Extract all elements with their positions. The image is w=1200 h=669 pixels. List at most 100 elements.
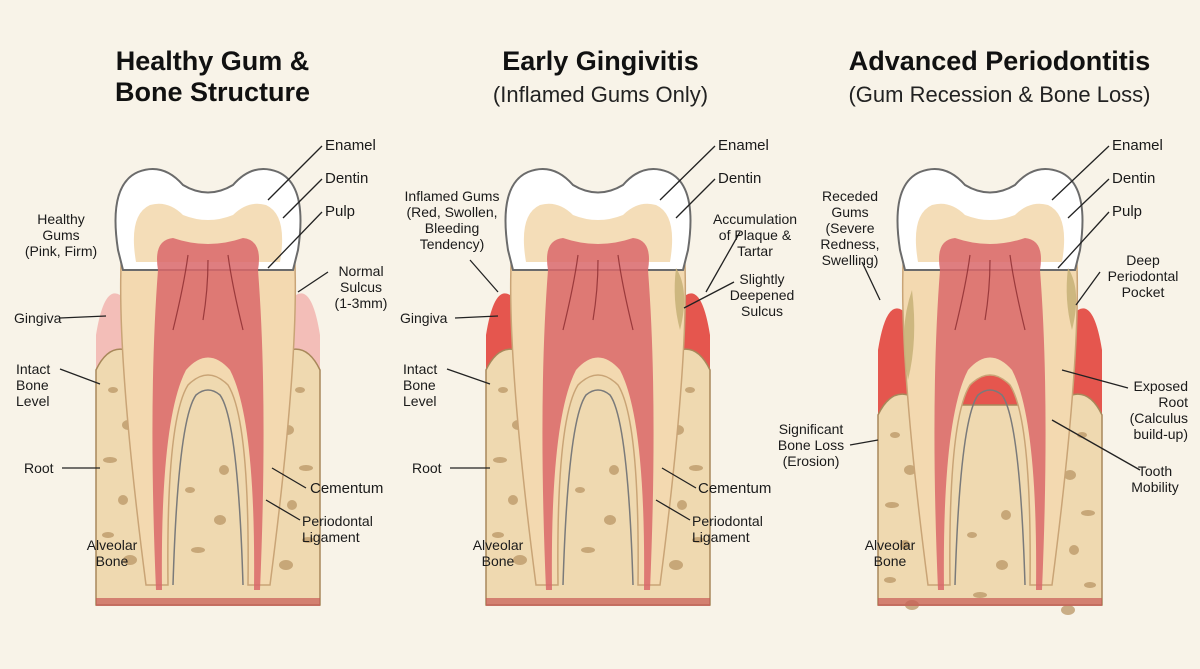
label-ligament-2-line1: Periodontal — [692, 513, 763, 529]
label-healthy-gums: Healthy Gums (Pink, Firm) — [18, 211, 104, 259]
label-alveolar-bone-line1: Alveolar — [86, 537, 138, 553]
label-dentin: Dentin — [325, 170, 369, 187]
label-receded-gums-note1: (Severe — [825, 220, 875, 236]
label-root: Root — [24, 460, 54, 476]
label-ligament-line1: Periodontal — [302, 513, 373, 529]
pulp-nerve — [172, 254, 189, 331]
panel-healthy-title-line1: Healthy Gum & — [115, 46, 310, 76]
leader-line — [1061, 369, 1129, 389]
bone-pore — [498, 387, 508, 393]
label-intact-bone-line1: Intact — [16, 361, 51, 377]
leader-line — [469, 259, 499, 293]
label-enamel: Enamel — [325, 137, 376, 154]
label-periodontal-ligament-2: Periodontal Ligament — [692, 513, 763, 545]
pulp-nerve — [227, 254, 244, 331]
plaque-deposit — [1066, 268, 1077, 330]
pulp-nerve — [984, 259, 991, 321]
label-inflamed-gums-note3: Tendency) — [419, 236, 485, 252]
label-deepened-sulcus-line1: Slightly — [739, 271, 785, 287]
leader-line — [661, 467, 697, 489]
label-normal-sulcus-line2: Sulcus — [339, 279, 383, 295]
bone-pore — [575, 487, 585, 493]
bone-pore — [279, 560, 293, 570]
panel-periodontitis-subtitle: (Gum Recession & Bone Loss) — [848, 82, 1151, 107]
label-dentin-3: Dentin — [1112, 170, 1156, 187]
label-exposed-root-line2: Root — [1158, 394, 1188, 410]
bone-pore — [689, 465, 703, 471]
panel-healthy-title-line2: Bone Structure — [114, 77, 311, 107]
label-receded-gums-line1: Receded — [821, 188, 879, 204]
bone-pore — [677, 500, 687, 510]
label-bone-loss-line3: (Erosion) — [782, 453, 840, 469]
leader-line — [655, 499, 691, 521]
bone-pore — [900, 540, 910, 550]
tooth-panel-periodontitis — [877, 168, 1103, 615]
leader-line — [1051, 419, 1141, 471]
bone-pore — [102, 532, 114, 538]
label-deepened-sulcus: Slightly Deepened Sulcus — [722, 271, 802, 319]
label-inflamed-gums: Inflamed Gums (Red, Swollen, Bleeding Te… — [392, 188, 512, 252]
leader-line — [1057, 211, 1110, 269]
bone-pore — [996, 560, 1008, 570]
panel-healthy-title: Healthy Gum & Bone Structure — [40, 46, 385, 108]
panel-gingivitis-title: Early Gingivitis — [502, 46, 699, 76]
bone-pore — [1069, 545, 1079, 555]
bone-pore — [299, 465, 313, 471]
leader-line — [267, 211, 323, 269]
leader-line — [265, 499, 301, 521]
plaque-deposit — [674, 268, 685, 330]
bone-pore — [185, 487, 195, 493]
pulp-nerve — [562, 254, 579, 331]
label-alveolar-bone-3-line2: Bone — [873, 553, 907, 569]
label-alveolar-bone-line2: Bone — [95, 553, 129, 569]
baseline-strip — [878, 598, 1102, 606]
label-alveolar-bone-2: Alveolar Bone — [458, 537, 538, 569]
plaque-deposit-left — [903, 290, 915, 380]
pulp-nerve — [617, 254, 634, 331]
label-enamel-3: Enamel — [1112, 137, 1163, 154]
bone-pore — [685, 387, 695, 393]
label-bone-loss-line1: Significant — [778, 421, 844, 437]
bone-pore — [581, 547, 595, 553]
label-receded-gums: Receded Gums (Severe Redness, Swelling) — [810, 188, 890, 268]
label-healthy-gums-line2: Gums — [42, 227, 80, 243]
bone-pore — [123, 555, 137, 565]
label-inflamed-gums-title: Inflamed Gums — [404, 188, 500, 204]
label-deepened-sulcus-line2: Deepened — [729, 287, 795, 303]
label-normal-sulcus: Normal Sulcus (1-3mm) — [328, 263, 394, 311]
label-receded-gums-note3: Swelling) — [821, 252, 879, 268]
label-tooth-mobility: Tooth Mobility — [1120, 463, 1190, 495]
leader-line — [282, 178, 323, 219]
label-ligament-2-line2: Ligament — [692, 529, 750, 545]
label-intact-bone-2-line1: Intact — [403, 361, 438, 377]
bone-pore — [219, 465, 229, 475]
label-alveolar-bone-3-line1: Alveolar — [864, 537, 916, 553]
label-intact-bone-line2: Bone — [16, 377, 49, 393]
label-alveolar-bone-2-line2: Bone — [481, 553, 515, 569]
bone-pore — [1077, 432, 1087, 438]
baseline-strip — [486, 598, 710, 606]
leader-line — [446, 368, 491, 385]
label-deep-pocket-line1: Deep — [1126, 252, 1160, 268]
label-pulp-3: Pulp — [1112, 203, 1143, 220]
bone-pore — [885, 502, 899, 508]
bone-pore — [669, 560, 683, 570]
leader-line — [861, 261, 881, 301]
leader-line — [271, 467, 307, 489]
label-healthy-gums-line1: Healthy — [37, 211, 85, 227]
label-intact-bone-line3: Level — [16, 393, 50, 409]
leader-line — [59, 368, 101, 385]
label-deep-pocket: Deep Periodontal Pocket — [1100, 252, 1186, 300]
bone-pore — [884, 577, 896, 583]
label-enamel-2: Enamel — [718, 137, 769, 154]
bone-pore — [508, 495, 518, 505]
leader-line — [849, 439, 879, 446]
label-pulp: Pulp — [325, 203, 356, 220]
bone-pore — [904, 465, 916, 475]
label-alveolar-bone: Alveolar Bone — [72, 537, 152, 569]
pulp-chamber — [152, 238, 264, 590]
label-deep-pocket-line3: Pocket — [1121, 284, 1165, 300]
pulp-nerve — [202, 259, 209, 321]
